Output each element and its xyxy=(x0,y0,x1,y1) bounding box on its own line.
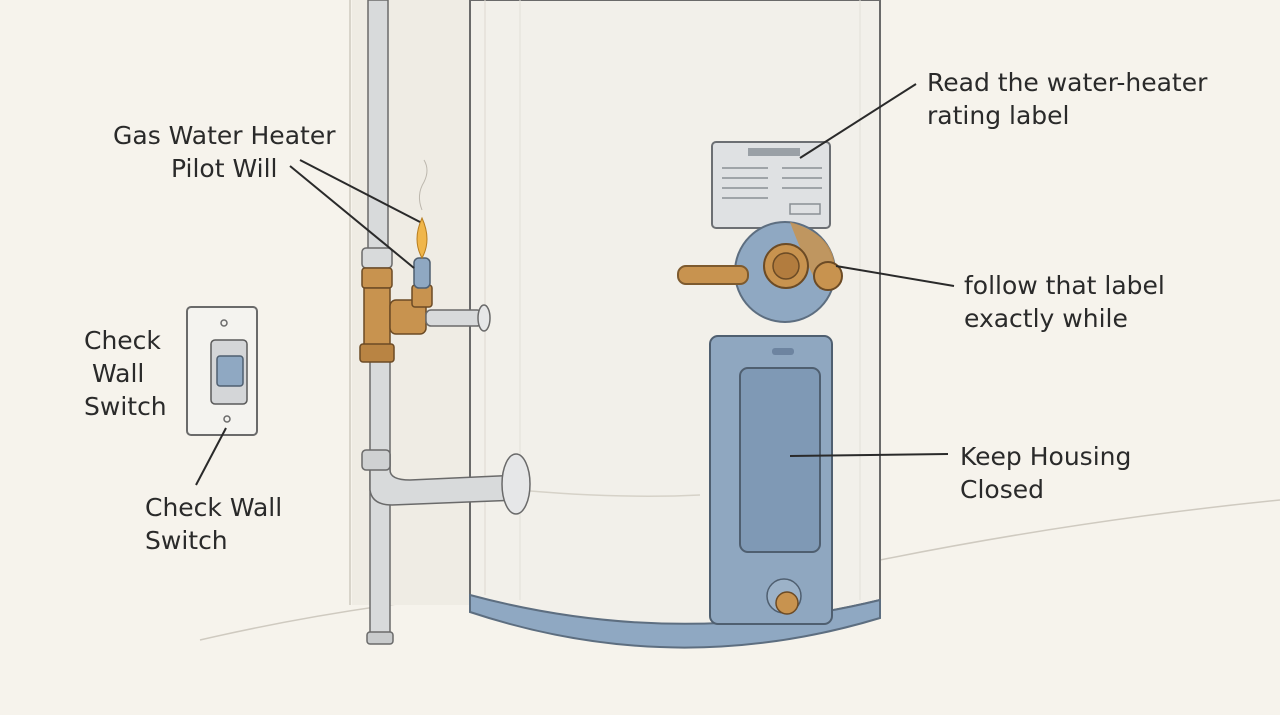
wall-switch xyxy=(186,306,258,436)
label-rating-line1: Read the water-heater xyxy=(927,68,1208,97)
pilot-leader-line-2 xyxy=(289,165,415,269)
label-wall-switch-upper-line2: Wall xyxy=(92,359,145,388)
gas-control-valve xyxy=(677,221,843,323)
rating-label-leader-line xyxy=(799,83,917,159)
label-wall-switch-lower-line1: Check Wall xyxy=(145,493,283,522)
label-wall-switch-upper: Check Wall Switch xyxy=(84,324,167,423)
housing-leader-line xyxy=(789,453,949,457)
label-rating-line2: rating label xyxy=(927,101,1070,130)
label-wall-switch-lower: Check Wall Switch xyxy=(145,491,282,557)
label-rating: Read the water-heater rating label xyxy=(927,66,1207,132)
pilot-valve-assembly xyxy=(359,159,491,363)
label-wall-switch-upper-line3: Switch xyxy=(84,392,167,421)
gas-supply-pipe xyxy=(361,0,531,645)
label-keep-housing-line1: Keep Housing xyxy=(960,442,1132,471)
burner-access-panel xyxy=(709,335,833,625)
rating-plate xyxy=(711,141,831,229)
pilot-flame xyxy=(416,216,428,260)
label-gas-pilot: Gas Water Heater Pilot Will xyxy=(113,119,335,185)
tank-base-ring xyxy=(469,593,881,649)
label-follow-line2: exactly while xyxy=(964,304,1128,333)
label-gas-pilot-line2: Pilot Will xyxy=(171,154,278,183)
follow-label-leader-line xyxy=(835,265,955,287)
label-gas-pilot-line1: Gas Water Heater xyxy=(113,121,336,150)
callout-lines xyxy=(195,83,955,486)
label-keep-housing-line2: Closed xyxy=(960,475,1044,504)
pilot-leader-line-1 xyxy=(299,159,421,223)
wall-switch-leader-line xyxy=(195,427,227,486)
label-wall-switch-upper-line1: Check xyxy=(84,326,161,355)
label-keep-housing: Keep Housing Closed xyxy=(960,440,1131,506)
label-follow: follow that label exactly while xyxy=(964,269,1165,335)
label-wall-switch-lower-line2: Switch xyxy=(145,526,228,555)
label-follow-line1: follow that label xyxy=(964,271,1165,300)
